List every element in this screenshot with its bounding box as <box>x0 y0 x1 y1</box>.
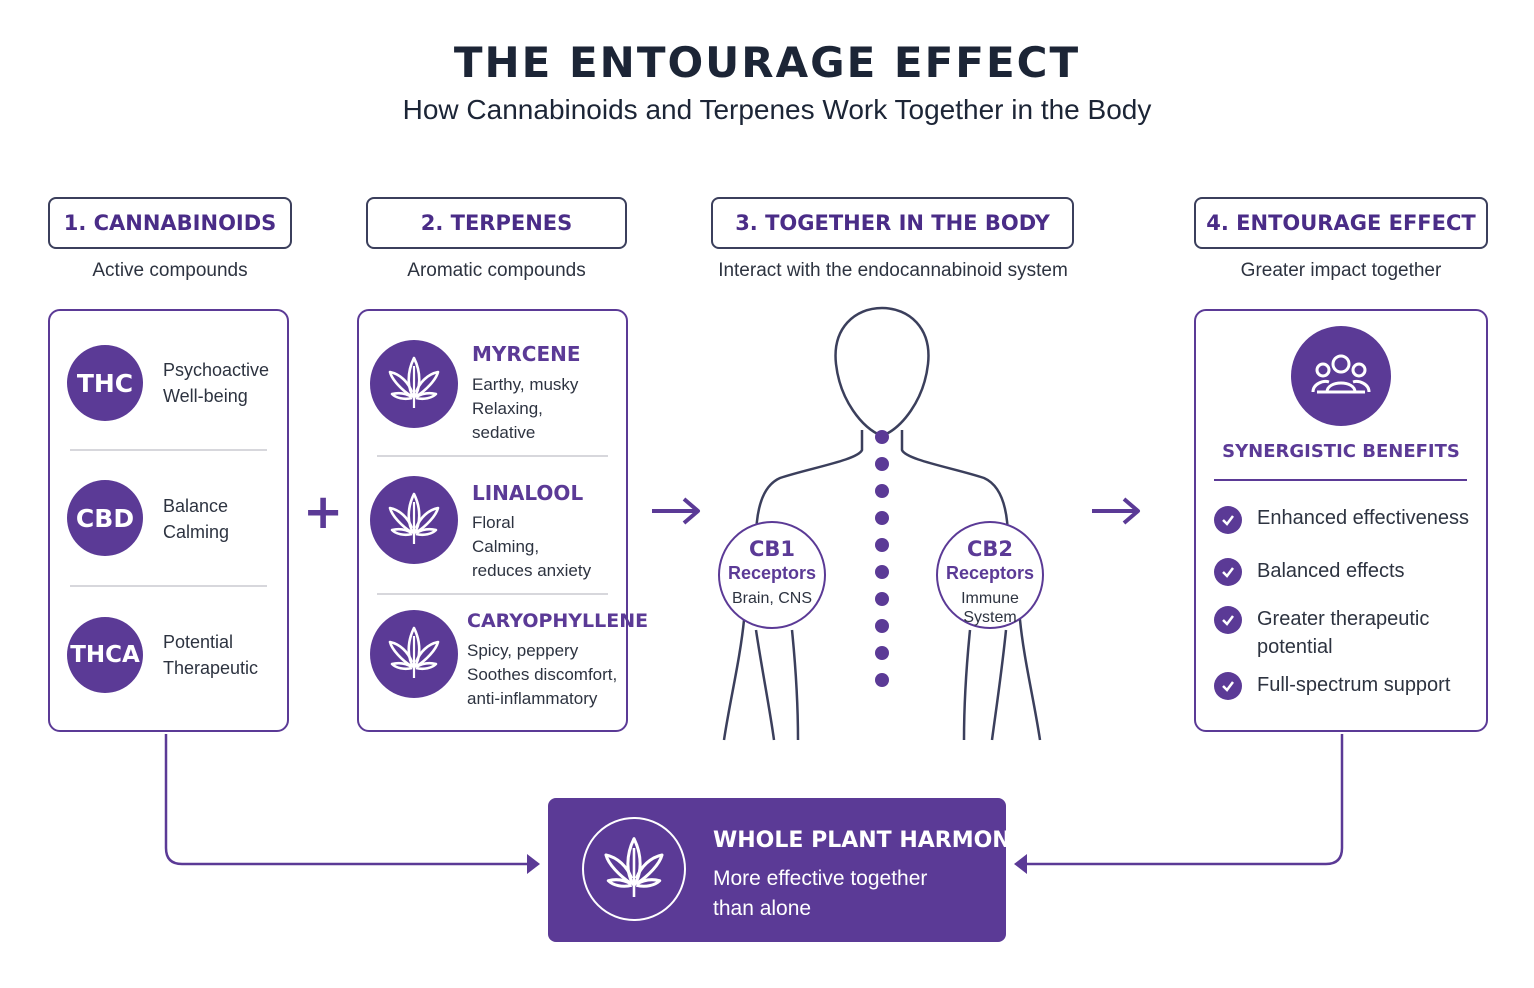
plus-operator: + <box>303 484 344 540</box>
divider <box>377 455 608 457</box>
thca-effects: Potential Therapeutic <box>163 629 258 681</box>
receptor-location: Brain, CNS <box>731 590 813 607</box>
step-entourage: 4. ENTOURAGE EFFECT <box>1194 197 1488 249</box>
spine-dots <box>875 430 889 687</box>
receptor-type: Receptors <box>727 563 817 583</box>
terpene-desc-line: reduces anxiety <box>472 561 592 580</box>
thc-effect-1: Psychoactive <box>163 360 270 380</box>
thca-effect-2: Therapeutic <box>163 658 259 678</box>
thca-effect-1: Potential <box>163 632 234 652</box>
cbd-effect-1: Balance <box>163 496 229 516</box>
receptor-name: CB2 <box>966 537 1014 561</box>
terpene-desc-line: Floral <box>472 513 515 532</box>
benefit-line: Greater therapeutic <box>1257 608 1430 630</box>
benefit-item: Full-spectrum support <box>1257 674 1451 696</box>
benefit-item: Greater therapeutic potential <box>1257 605 1429 661</box>
receptor-location: System <box>963 609 1017 626</box>
step-together-caption: Interact with the endocannabinoid system <box>718 260 1068 281</box>
harmony-line: than alone <box>713 897 812 920</box>
terpene-description: Spicy, peppery Soothes discomfort, anti-… <box>467 639 617 711</box>
cbd-effects: Balance Calming <box>163 493 229 545</box>
thc-effect-2: Well-being <box>163 386 248 406</box>
cannabis-leaf-icon <box>370 610 458 698</box>
step-terpenes: 2. TERPENES <box>366 197 627 249</box>
human-body-illustration <box>722 306 1042 741</box>
benefit-item: Balanced effects <box>1257 560 1405 582</box>
divider <box>1214 479 1467 481</box>
terpene-desc-line: anti-inflammatory <box>467 689 598 708</box>
step-cannabinoids: 1. CANNABINOIDS <box>48 197 292 249</box>
terpene-desc-line: Earthy, musky <box>472 375 579 394</box>
benefits-heading: SYNERGISTIC BENEFITS <box>1222 441 1460 462</box>
cannabis-leaf-icon <box>370 340 458 428</box>
cb2-receptor: CB2 Receptors Immune System <box>936 521 1044 629</box>
page-title: THE ENTOURAGE EFFECT <box>453 38 1081 87</box>
check-icon <box>1214 606 1242 634</box>
check-icon <box>1214 558 1242 586</box>
terpene-name: CARYOPHYLLENE <box>467 610 649 632</box>
check-icon <box>1214 506 1242 534</box>
terpene-desc-line: Soothes discomfort, <box>467 665 618 684</box>
terpene-name: LINALOOL <box>472 481 584 505</box>
divider <box>70 585 267 587</box>
thc-effects: Psychoactive Well-being <box>163 357 269 409</box>
right-arrow-icon <box>1092 497 1140 525</box>
harmony-line: More effective together <box>713 867 928 890</box>
benefit-line: potential <box>1257 636 1333 658</box>
receptor-type: Receptors <box>945 563 1035 583</box>
divider <box>70 449 267 451</box>
step-together: 3. TOGETHER IN THE BODY <box>711 197 1074 249</box>
people-group-icon <box>1291 326 1391 426</box>
cbd-effect-2: Calming <box>163 522 230 542</box>
terpene-desc-line: Spicy, peppery <box>467 641 579 660</box>
thc-badge: THC <box>67 345 143 421</box>
terpene-desc-line: sedative <box>472 423 536 442</box>
benefit-item: Enhanced effectiveness <box>1257 507 1470 529</box>
harmony-title: WHOLE PLANT HARMONY <box>713 828 1027 853</box>
page-subtitle: How Cannabinoids and Terpenes Work Toget… <box>402 94 1152 125</box>
terpene-description: Floral Calming, reduces anxiety <box>472 511 591 583</box>
cbd-badge: CBD <box>67 480 143 556</box>
step-cannabinoids-caption: Active compounds <box>92 260 248 281</box>
receptor-name: CB1 <box>748 537 796 561</box>
step-terpenes-caption: Aromatic compounds <box>407 260 586 281</box>
cannabis-leaf-icon <box>582 817 686 921</box>
terpene-name: MYRCENE <box>472 342 581 366</box>
divider <box>377 593 608 595</box>
receptor-location: Immune <box>961 590 1019 607</box>
terpene-desc-line: Relaxing, <box>472 399 543 418</box>
harmony-text: More effective together than alone <box>713 864 927 924</box>
right-arrow-icon <box>652 497 700 525</box>
step-entourage-caption: Greater impact together <box>1240 260 1442 281</box>
cannabis-leaf-icon <box>370 476 458 564</box>
check-icon <box>1214 672 1242 700</box>
thca-badge: THCA <box>67 617 143 693</box>
terpene-desc-line: Calming, <box>472 537 540 556</box>
cb1-receptor: CB1 Receptors Brain, CNS <box>718 521 826 629</box>
terpene-description: Earthy, musky Relaxing, sedative <box>472 373 578 445</box>
